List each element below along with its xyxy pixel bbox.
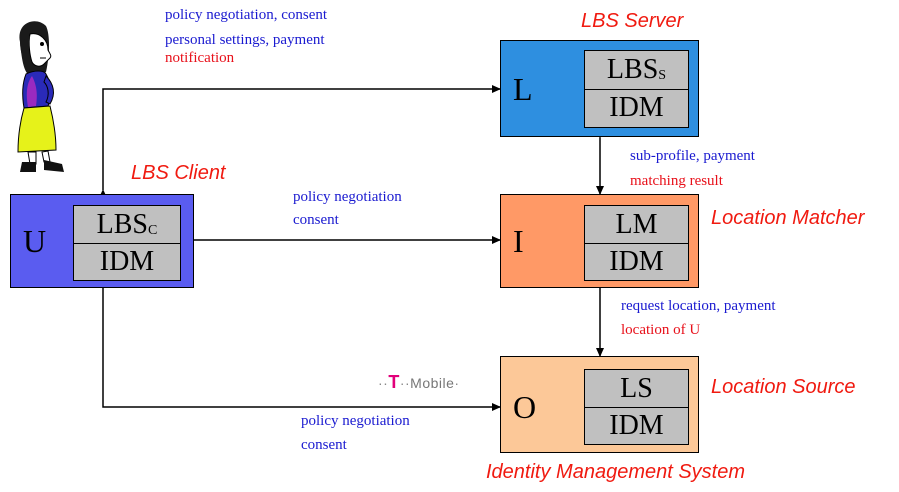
label-lbs-client: LBS Client: [131, 162, 226, 184]
label-location-source: Location Source: [711, 376, 856, 398]
edge-user-lbs-server: [99, 85, 501, 198]
edge-label-server-matcher-line1: sub-profile, payment: [630, 148, 755, 164]
node-letter: O: [513, 389, 537, 425]
edge-label-user-line1: policy negotiation, consent: [165, 7, 328, 23]
edge-label-user-line3: notification: [165, 50, 235, 66]
component-ls: LS: [585, 370, 688, 408]
label-idms: Identity Management System: [486, 461, 746, 483]
node-component-box: LM IDM: [584, 205, 689, 281]
label-location-matcher: Location Matcher: [711, 207, 865, 229]
node-component-box: LS IDM: [584, 369, 689, 445]
node-location-matcher: I LM IDM: [500, 194, 699, 288]
component-idm: IDM: [99, 245, 155, 277]
node-location-source: O LS IDM: [500, 356, 699, 453]
component-idm: IDM: [609, 92, 664, 123]
component-idm: IDM: [609, 409, 664, 441]
edge-label-client-matcher-line1: policy negotiation: [293, 189, 402, 205]
node-letter: I: [513, 223, 524, 259]
label-lbs-server: LBS Server: [581, 10, 684, 32]
component-lm: LM: [585, 206, 688, 244]
edge-label-client-matcher-line2: consent: [293, 212, 339, 228]
component-idm: IDM: [609, 245, 664, 277]
edge-label-client-source-line2: consent: [301, 437, 347, 453]
edge-label-user-line2: personal settings, payment: [165, 32, 325, 48]
user-figure: [17, 21, 64, 172]
edge-label-matcher-source-line2: location of U: [621, 322, 701, 338]
node-letter: U: [23, 223, 47, 259]
t-mobile-logo: ··T··Mobile·: [378, 372, 460, 392]
edge-label-client-source-line1: policy negotiation: [301, 413, 410, 429]
edge-label-matcher-source-line1: request location, payment: [621, 298, 776, 314]
node-letter: L: [513, 71, 533, 107]
edge-label-server-matcher-line2: matching result: [630, 173, 723, 189]
edge-client-source: [99, 280, 501, 411]
